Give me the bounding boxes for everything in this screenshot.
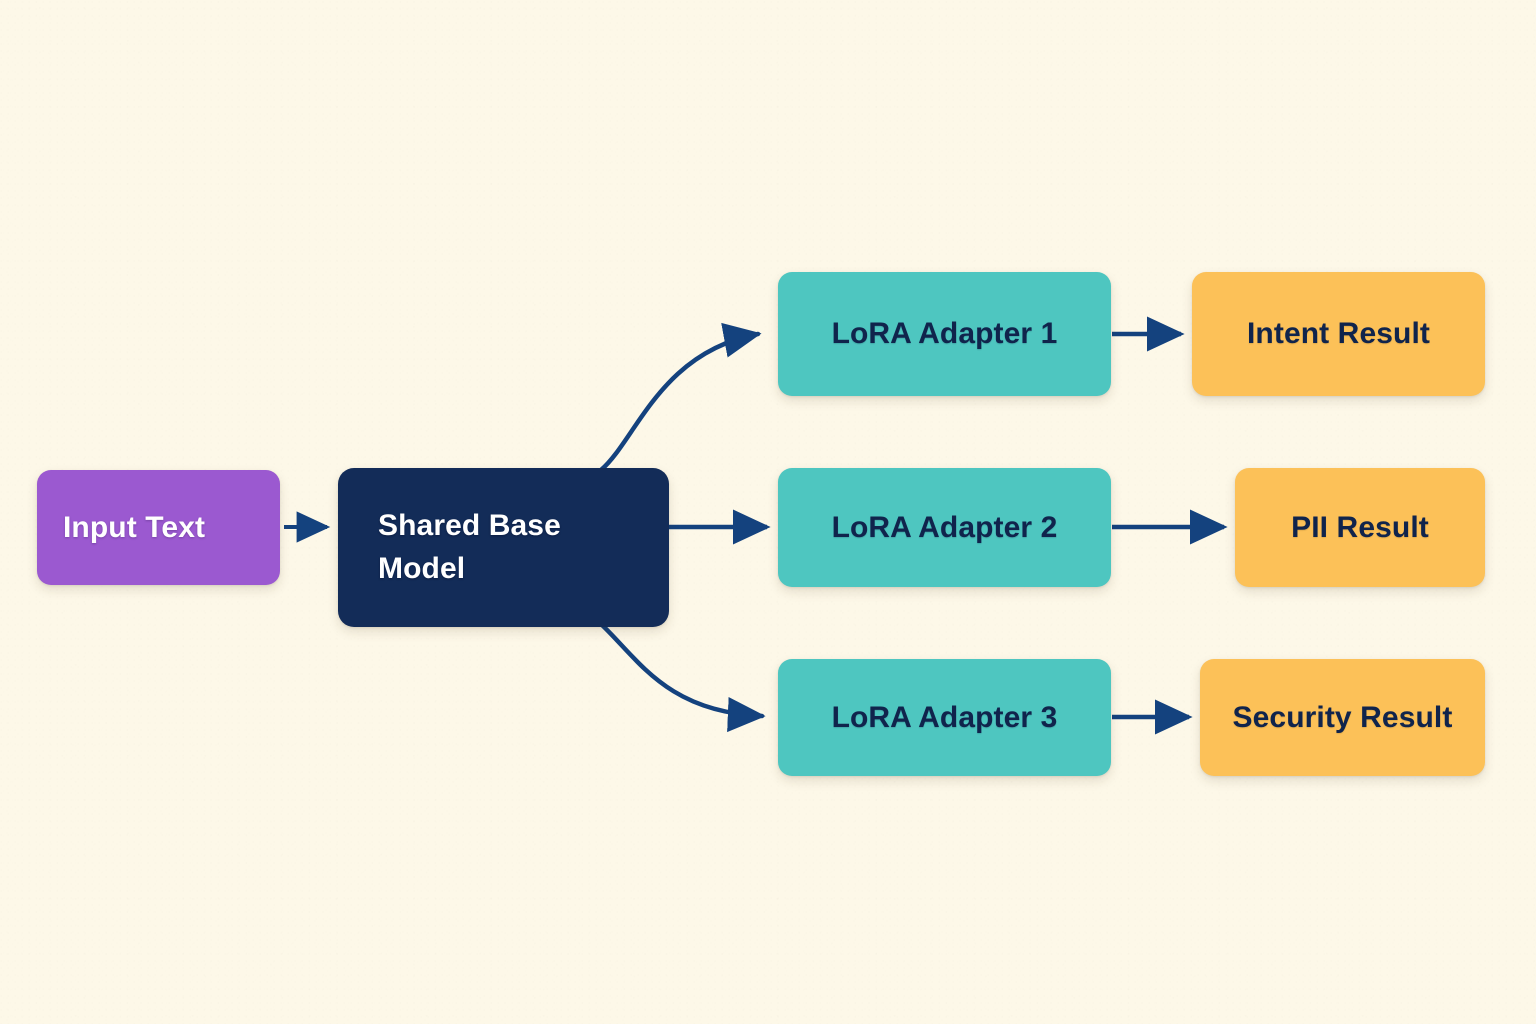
- node-shared-base-model[interactable]: Shared Base Model: [338, 468, 669, 627]
- node-lora-adapter-2[interactable]: LoRA Adapter 2: [778, 468, 1111, 587]
- node-lora-adapter-3[interactable]: LoRA Adapter 3: [778, 659, 1111, 776]
- node-intent-result[interactable]: Intent Result: [1192, 272, 1485, 396]
- node-input-text-label: Input Text: [63, 510, 206, 544]
- node-shared-base-model-label: Shared Base Model: [378, 508, 561, 585]
- node-pii-result-label: PII Result: [1291, 510, 1429, 544]
- node-pii-result[interactable]: PII Result: [1235, 468, 1485, 587]
- node-lora-adapter-2-label: LoRA Adapter 2: [831, 510, 1058, 544]
- node-intent-result-label: Intent Result: [1247, 317, 1430, 350]
- node-security-result[interactable]: Security Result: [1200, 659, 1485, 776]
- edge-base-to-adapter3: [598, 621, 766, 733]
- node-lora-adapter-1[interactable]: LoRA Adapter 1: [778, 272, 1111, 396]
- node-lora-adapter-1-label: LoRA Adapter 1: [831, 317, 1058, 350]
- node-security-result-label: Security Result: [1232, 700, 1453, 734]
- edge-base-to-adapter1: [598, 322, 762, 473]
- node-input-text[interactable]: Input Text: [37, 470, 280, 585]
- node-lora-adapter-3-label: LoRA Adapter 3: [831, 700, 1058, 734]
